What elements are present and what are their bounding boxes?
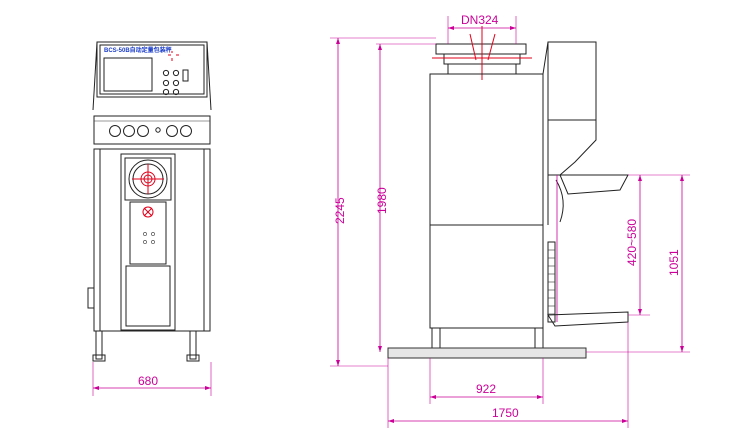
lower-frame bbox=[93, 148, 211, 332]
base-width-label: 922 bbox=[476, 382, 496, 396]
inlet-flange bbox=[432, 26, 532, 80]
front-legs bbox=[92, 330, 200, 362]
base-plate bbox=[387, 347, 587, 359]
indicator-dots bbox=[143, 232, 155, 244]
model-label: BCS-50B自动定量包装秤 bbox=[104, 46, 172, 54]
control-cabinet bbox=[547, 41, 597, 176]
inlet-label: DN324 bbox=[461, 13, 499, 27]
adjustable-height-label: 420~580 bbox=[625, 219, 639, 266]
total-length-label: 1750 bbox=[492, 406, 519, 420]
width-dimension bbox=[92, 362, 212, 396]
total-length-dimension bbox=[387, 322, 629, 428]
base-width-dimension bbox=[429, 358, 544, 404]
total-height-dimension bbox=[330, 37, 436, 367]
side-view: DN324 bbox=[330, 13, 690, 428]
main-body bbox=[429, 73, 544, 329]
keypad bbox=[162, 69, 180, 96]
body-height-label: 1980 bbox=[375, 187, 389, 214]
inlet-dimension bbox=[447, 16, 517, 44]
direction-arrows-icon bbox=[168, 51, 179, 61]
panel-buttons bbox=[109, 125, 192, 137]
side-switch bbox=[182, 69, 189, 82]
front-head bbox=[96, 41, 208, 98]
width-label: 680 bbox=[138, 374, 158, 388]
platform-height-dimension bbox=[586, 175, 690, 353]
chute-housing bbox=[120, 153, 176, 331]
valve-icon bbox=[128, 159, 168, 199]
platform-height-label: 1051 bbox=[667, 249, 681, 276]
front-view: BCS-50B自动定量包装秤 bbox=[87, 41, 212, 396]
conveyor-platform bbox=[547, 311, 629, 327]
total-height-label: 2245 bbox=[333, 197, 347, 224]
display-screen bbox=[103, 57, 153, 92]
button-panel bbox=[93, 115, 211, 145]
body-height-dimension bbox=[376, 43, 436, 352]
discharge-icon bbox=[142, 206, 154, 218]
bag-clamp bbox=[547, 174, 629, 225]
adjustable-height-dimension bbox=[628, 174, 690, 316]
